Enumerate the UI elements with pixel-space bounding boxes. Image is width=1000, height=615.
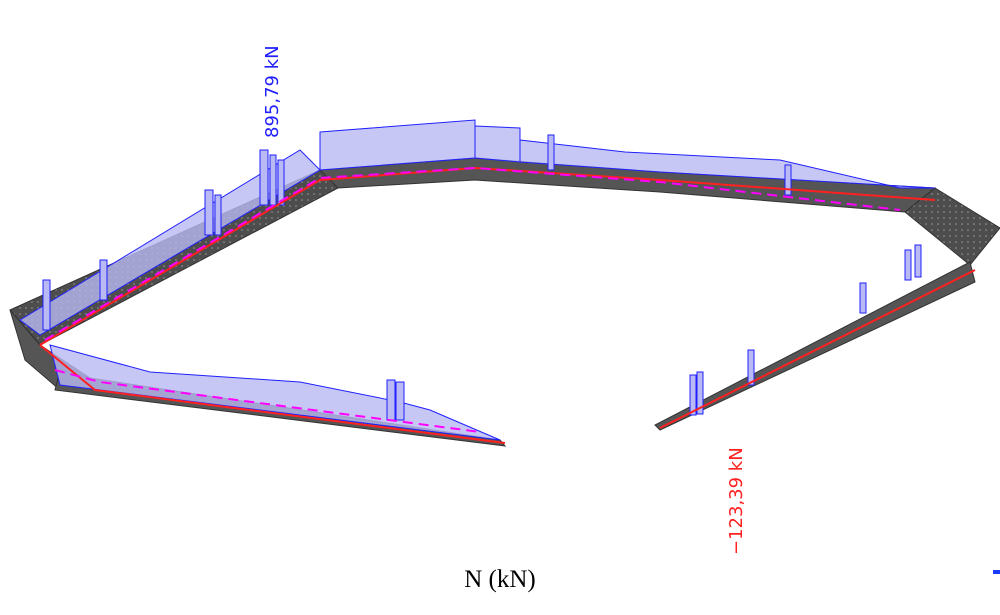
view-edge-mark <box>993 570 1000 574</box>
peak-top-1 <box>547 134 555 171</box>
slab <box>9 157 1000 447</box>
beam-red-outer <box>39 166 936 346</box>
min-force-label: −123,39 kN <box>726 447 747 555</box>
peak-right-3 <box>747 349 755 386</box>
peak-right-1 <box>689 374 697 416</box>
peak-left-4 <box>204 189 214 236</box>
peak-left-3 <box>277 159 285 206</box>
beam-magenta-dash-top <box>44 166 901 341</box>
peak-bottom-1 <box>386 379 396 421</box>
caption: N (kN) <box>464 566 536 593</box>
peak-bottom-2 <box>395 381 405 421</box>
force-peaks <box>42 134 922 421</box>
peak-left-7 <box>42 279 51 331</box>
peak-right-4 <box>859 282 867 314</box>
peak-right-2 <box>696 371 704 415</box>
beam-red-bottom <box>39 344 506 444</box>
peak-left-1 <box>259 149 269 206</box>
diagram-top-right <box>519 139 936 189</box>
beam-lines <box>39 166 976 444</box>
peak-left-2 <box>269 154 277 206</box>
peak-top-2 <box>784 164 792 196</box>
peak-left-6 <box>99 259 108 301</box>
diagram-top-mid <box>474 125 521 163</box>
max-force-label: 895,79 kN <box>262 45 283 138</box>
beam-red-right <box>659 269 976 429</box>
peak-left-5 <box>214 194 222 236</box>
peak-right-6 <box>914 244 922 278</box>
peak-right-5 <box>904 249 912 281</box>
slab-right-segment <box>654 261 976 431</box>
